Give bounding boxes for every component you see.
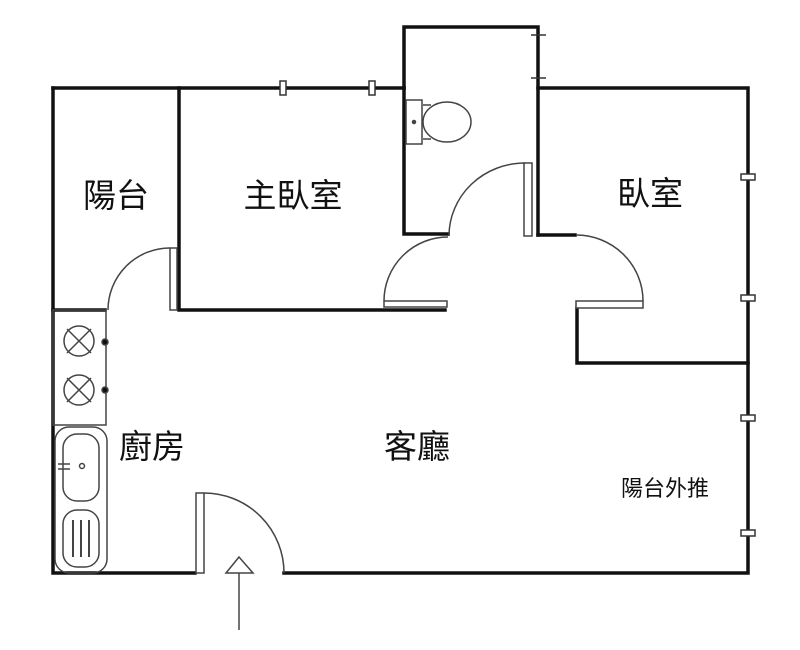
room-label-living-room: 客廳 (384, 427, 450, 466)
entrance-arrow-icon (224, 555, 255, 630)
outer-bottom-wall (282, 86, 750, 575)
master-bedroom-door (383, 236, 449, 308)
room-label-bedroom: 臥室 (617, 174, 683, 213)
toilet-icon (405, 99, 472, 145)
balcony-door (107, 247, 178, 311)
room-label-kitchen: 廚房 (119, 427, 185, 466)
window-mark (279, 80, 287, 96)
bathroom-door (448, 162, 533, 237)
walls (51, 25, 750, 575)
window-mark (740, 414, 756, 422)
window-mark (740, 294, 756, 302)
sink-icon (54, 426, 108, 574)
bedroom-door (575, 234, 644, 309)
bedroom-side-wall (575, 306, 750, 365)
room-label-balcony-extension: 陽台外推 (620, 477, 710, 502)
bathroom-left-wall (402, 86, 450, 236)
bathroom-walls (402, 25, 540, 237)
balcony-divider-wall (177, 86, 447, 312)
outer-left-wall (51, 86, 197, 575)
window-mark (531, 34, 546, 79)
entrance-door[interactable] (195, 492, 285, 574)
stove-icon (52, 309, 109, 426)
window-marks (279, 34, 756, 537)
room-label-balcony: 陽台 (83, 176, 149, 215)
window-mark (740, 529, 756, 537)
window-mark (368, 80, 376, 96)
window-mark (740, 173, 756, 181)
room-label-master-bedroom: 主臥室 (243, 176, 343, 215)
doors (107, 162, 644, 574)
